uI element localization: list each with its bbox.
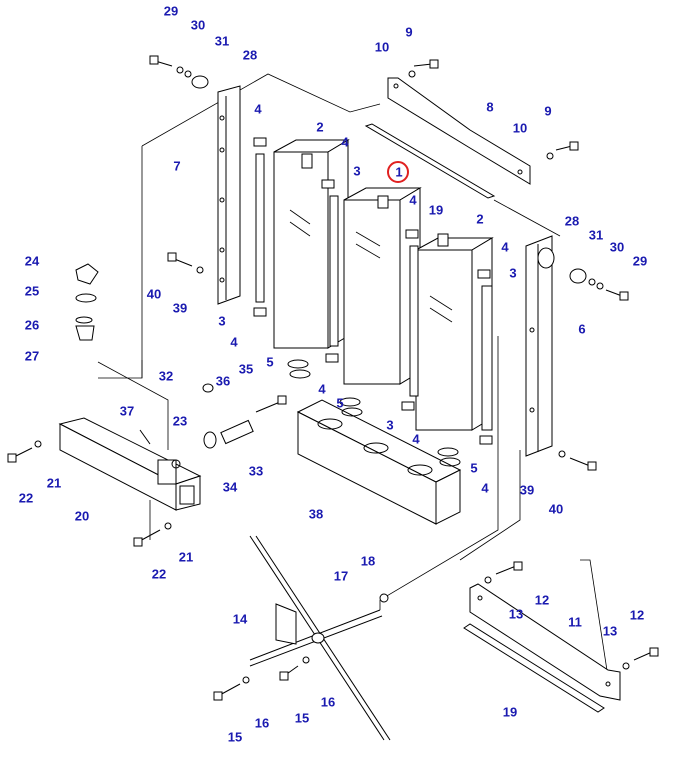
callout-1: 1 bbox=[395, 164, 402, 179]
callout-39: 39 bbox=[520, 482, 534, 497]
callout-5: 5 bbox=[266, 354, 273, 369]
radiator-core-center bbox=[343, 187, 422, 385]
top-left-bolt-set bbox=[149, 55, 209, 89]
callout-4: 4 bbox=[412, 431, 420, 446]
callout-22: 22 bbox=[152, 566, 166, 581]
callout-13: 13 bbox=[509, 606, 523, 621]
callout-17: 17 bbox=[334, 568, 348, 583]
top-mounting-bracket bbox=[387, 59, 579, 185]
callout-12: 12 bbox=[630, 607, 644, 622]
callout-15: 15 bbox=[295, 710, 309, 725]
callout-40: 40 bbox=[549, 501, 563, 516]
callout-4: 4 bbox=[254, 101, 262, 116]
callout-19: 19 bbox=[503, 704, 517, 719]
cross-stay-rods bbox=[213, 535, 391, 741]
callout-34: 34 bbox=[223, 479, 238, 494]
callout-19: 19 bbox=[429, 202, 443, 217]
callout-38: 38 bbox=[309, 506, 323, 521]
callout-37: 37 bbox=[120, 403, 134, 418]
callout-28: 28 bbox=[243, 47, 257, 62]
reservoir-bolts bbox=[7, 440, 172, 547]
top-seal-strip bbox=[364, 123, 496, 199]
filler-cap-set bbox=[75, 263, 99, 341]
callout-24: 24 bbox=[25, 253, 40, 268]
callout-11: 11 bbox=[568, 614, 582, 629]
callout-5: 5 bbox=[336, 395, 343, 410]
callout-28: 28 bbox=[565, 213, 579, 228]
callout-4: 4 bbox=[481, 480, 489, 495]
callout-36: 36 bbox=[216, 373, 230, 388]
radiator-core-right bbox=[415, 233, 494, 431]
callout-25: 25 bbox=[25, 283, 39, 298]
callout-26: 26 bbox=[25, 317, 39, 332]
callout-10: 10 bbox=[513, 120, 527, 135]
callout-4: 4 bbox=[501, 239, 509, 254]
callout-5: 5 bbox=[470, 460, 477, 475]
callout-4: 4 bbox=[409, 192, 417, 207]
callout-39: 39 bbox=[173, 300, 187, 315]
callout-23: 23 bbox=[173, 413, 187, 428]
callout-29: 29 bbox=[164, 3, 178, 18]
callout-7: 7 bbox=[173, 158, 180, 173]
callout-18: 18 bbox=[361, 553, 375, 568]
callout-4: 4 bbox=[318, 381, 326, 396]
callout-30: 30 bbox=[191, 17, 205, 32]
callout-9: 9 bbox=[544, 103, 551, 118]
callout-16: 16 bbox=[321, 694, 335, 709]
right-side-bracket bbox=[525, 235, 629, 457]
callout-9: 9 bbox=[405, 24, 412, 39]
bottom-mounting-bracket bbox=[463, 561, 659, 713]
side-seal-strips bbox=[253, 137, 493, 445]
callout-13: 13 bbox=[603, 623, 617, 638]
left-side-bracket bbox=[217, 85, 241, 305]
callout-3: 3 bbox=[509, 265, 516, 280]
callout-2: 2 bbox=[316, 119, 323, 134]
callout-10: 10 bbox=[375, 39, 389, 54]
callout-29: 29 bbox=[633, 253, 647, 268]
callout-15: 15 bbox=[228, 729, 242, 744]
assembly-outline bbox=[97, 73, 611, 691]
callout-16: 16 bbox=[255, 715, 269, 730]
callout-22: 22 bbox=[19, 490, 33, 505]
callout-32: 32 bbox=[159, 368, 173, 383]
highlight-marker bbox=[387, 161, 409, 183]
callout-12: 12 bbox=[535, 592, 549, 607]
callout-40: 40 bbox=[147, 286, 161, 301]
callout-3: 3 bbox=[218, 313, 225, 328]
callout-6: 6 bbox=[578, 321, 585, 336]
bracket-bolts bbox=[167, 252, 597, 471]
o-ring-gaskets bbox=[287, 359, 461, 467]
callout-33: 33 bbox=[249, 463, 263, 478]
callout-27: 27 bbox=[25, 348, 39, 363]
callout-3: 3 bbox=[386, 417, 393, 432]
callout-20: 20 bbox=[75, 508, 89, 523]
callout-21: 21 bbox=[179, 549, 193, 564]
callout-14: 14 bbox=[233, 611, 248, 626]
reservoir-tank bbox=[58, 417, 202, 511]
callout-30: 30 bbox=[610, 239, 624, 254]
callout-35: 35 bbox=[239, 361, 253, 376]
callout-2: 2 bbox=[476, 211, 483, 226]
callout-31: 31 bbox=[589, 227, 603, 242]
callout-4: 4 bbox=[230, 334, 238, 349]
callout-3: 3 bbox=[353, 163, 360, 178]
callout-21: 21 bbox=[47, 475, 61, 490]
callout-31: 31 bbox=[215, 33, 229, 48]
hose-clamp-hardware bbox=[139, 383, 287, 469]
callout-8: 8 bbox=[486, 99, 493, 114]
callout-4: 4 bbox=[341, 134, 349, 149]
lower-tank bbox=[296, 399, 462, 525]
